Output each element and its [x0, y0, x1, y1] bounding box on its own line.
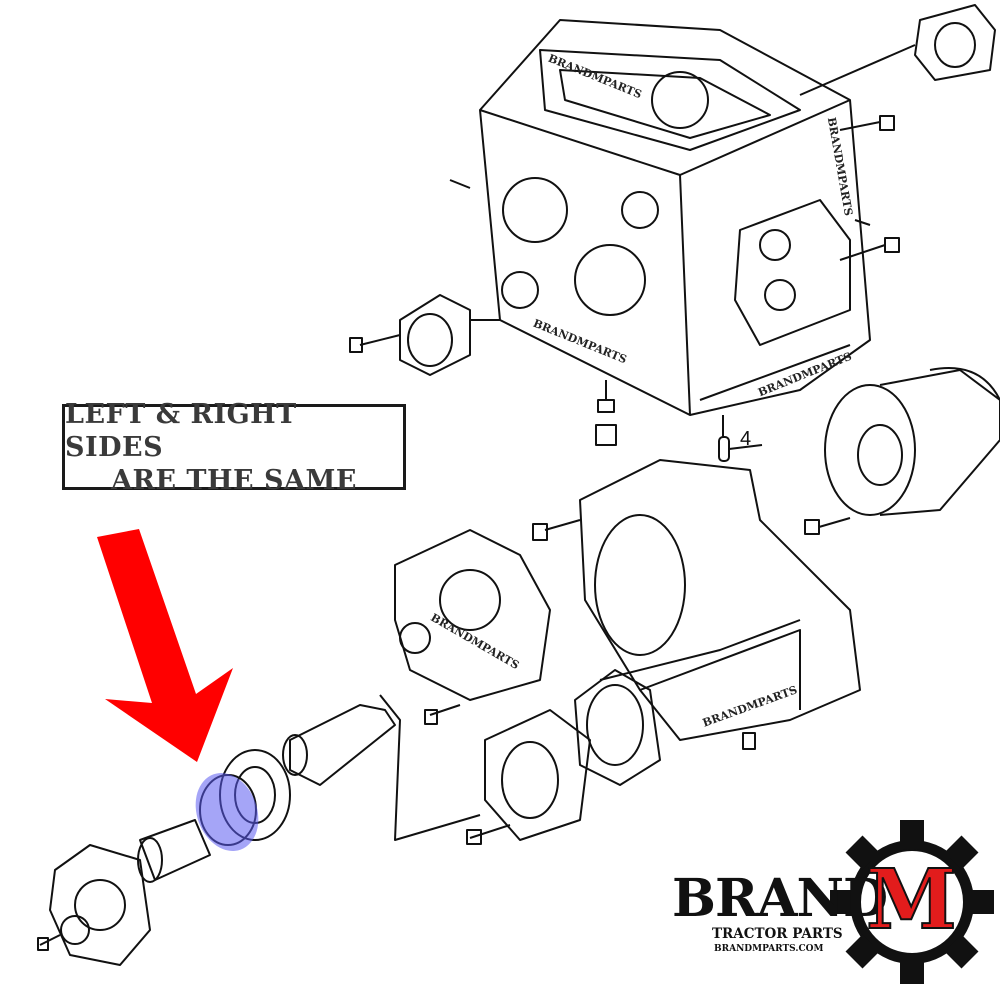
- right-bearing-housing: [804, 367, 1000, 535]
- hub-flange: [37, 844, 151, 966]
- logo-brand-text: BRAND: [672, 868, 888, 929]
- note-line-2: ARE THE SAME: [111, 464, 357, 496]
- small-flange: [466, 709, 591, 845]
- logo-m-letter: M: [865, 851, 958, 949]
- seal-highlight: [195, 773, 259, 851]
- cover-plate: [394, 529, 551, 725]
- red-arrow-icon: [97, 529, 233, 762]
- left-side-cover: [349, 294, 500, 376]
- logo-subtitle: TRACTOR PARTS: [712, 926, 843, 942]
- front-axle-housing: [532, 459, 861, 786]
- brand-logo: BRAND TRACTOR PARTS BRANDMPARTS.COM M: [668, 822, 988, 992]
- part-callout-number: 4: [740, 428, 752, 450]
- note-box: LEFT & RIGHT SIDES ARE THE SAME: [62, 399, 406, 496]
- logo-url: BRANDMPARTS.COM: [714, 944, 824, 954]
- note-line-1: LEFT & RIGHT SIDES: [65, 398, 297, 463]
- gear-icon: [830, 820, 994, 984]
- top-right-cover: [799, 4, 996, 96]
- transmission-housing: [479, 19, 871, 416]
- axle-shaft: [282, 694, 481, 841]
